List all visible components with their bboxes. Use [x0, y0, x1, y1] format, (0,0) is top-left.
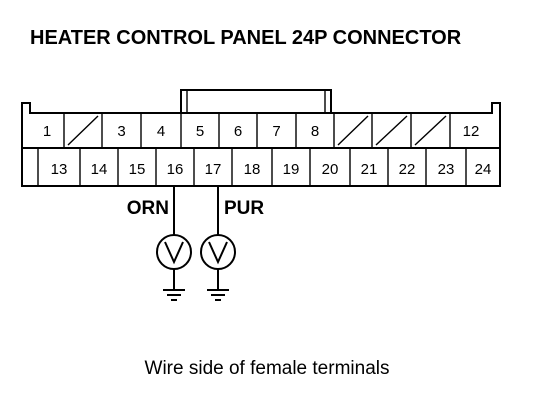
terminal-number: 21 — [361, 161, 378, 178]
voltmeter-v-glyph — [208, 241, 228, 265]
terminal-number: 3 — [117, 123, 125, 140]
terminal-number: 7 — [272, 123, 280, 140]
terminal-empty — [410, 113, 447, 148]
terminal-1: 1 — [43, 123, 51, 140]
wire-color-label: PUR — [224, 198, 264, 219]
diagram-caption: Wire side of female terminals — [145, 358, 390, 379]
unused-terminal-slash — [414, 115, 447, 146]
terminal-number: 16 — [167, 161, 184, 178]
terminal-number: 19 — [283, 161, 300, 178]
connector-outline — [21, 102, 501, 187]
terminal-number: 17 — [205, 161, 222, 178]
unused-terminal-slash — [337, 115, 369, 146]
terminal-6: 6 — [218, 113, 242, 148]
terminal-15: 15 — [117, 148, 146, 186]
terminal-5: 5 — [180, 113, 204, 148]
ground-icon — [207, 289, 229, 301]
terminal-17: 17 — [193, 148, 222, 186]
unused-terminal-slash — [375, 115, 408, 146]
terminal-8: 8 — [295, 113, 319, 148]
terminal-empty — [371, 113, 408, 148]
diagram-title: HEATER CONTROL PANEL 24P CONNECTOR — [30, 27, 462, 49]
terminal-16: 16 — [155, 148, 184, 186]
terminal-number: 1 — [43, 123, 51, 140]
unused-terminal-slash — [67, 115, 99, 146]
terminal-22: 22 — [387, 148, 416, 186]
terminal-row-top: 1 3 4 5 6 7 8 12 — [43, 113, 480, 148]
terminal-24: 24 — [465, 148, 492, 186]
terminal-number: 22 — [399, 161, 416, 178]
terminal-number: 12 — [463, 123, 480, 140]
terminal-number: 8 — [311, 123, 319, 140]
probe-pin-17: PUR — [200, 186, 264, 301]
terminal-7: 7 — [256, 113, 281, 148]
terminal-number: 13 — [51, 161, 68, 178]
terminal-14: 14 — [79, 148, 108, 186]
ground-icon — [163, 289, 185, 301]
probe-pin-16: ORN — [127, 186, 192, 301]
test-probes: ORN PUR — [127, 186, 264, 301]
terminal-number: 15 — [129, 161, 146, 178]
terminal-13: 13 — [51, 161, 68, 178]
terminal-empty — [333, 113, 369, 148]
voltmeter-v-glyph — [164, 241, 184, 265]
terminal-row-bottom: 13 14 15 16 17 18 19 20 21 22 23 24 — [51, 148, 492, 186]
terminal-number: 23 — [438, 161, 455, 178]
terminal-number: 5 — [196, 123, 204, 140]
terminal-3: 3 — [101, 113, 126, 148]
terminal-number: 4 — [157, 123, 165, 140]
locking-tab — [180, 89, 332, 113]
terminal-number: 6 — [234, 123, 242, 140]
terminal-number: 20 — [322, 161, 339, 178]
terminal-number: 18 — [244, 161, 261, 178]
terminal-19: 19 — [271, 148, 300, 186]
terminal-18: 18 — [231, 148, 261, 186]
terminal-20: 20 — [309, 148, 339, 186]
terminal-number: 24 — [475, 161, 492, 178]
terminal-23: 23 — [425, 148, 455, 186]
terminal-empty — [63, 113, 99, 148]
terminal-4: 4 — [140, 113, 165, 148]
terminal-12: 12 — [449, 113, 480, 148]
wire-color-label: ORN — [127, 198, 169, 219]
terminal-number: 14 — [91, 161, 108, 178]
terminal-21: 21 — [349, 148, 378, 186]
